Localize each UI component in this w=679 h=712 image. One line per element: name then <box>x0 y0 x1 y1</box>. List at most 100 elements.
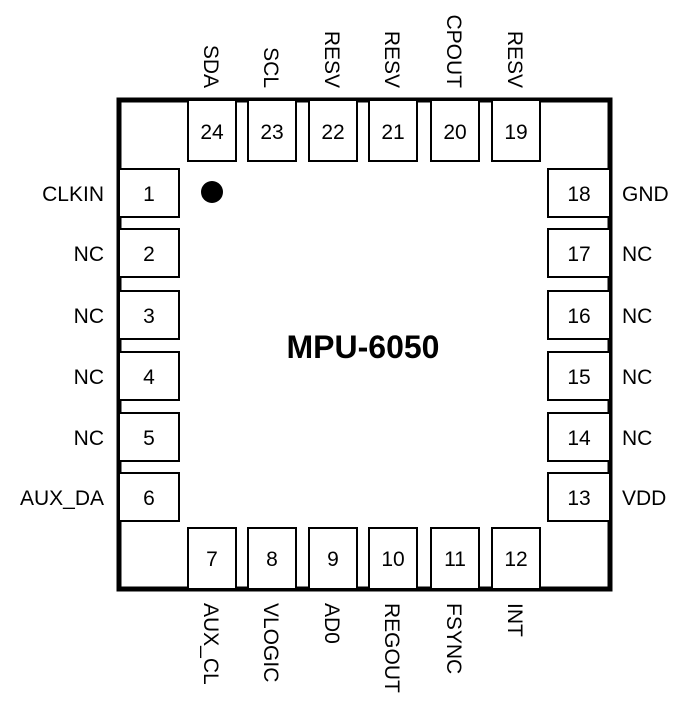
pin-number: 6 <box>143 487 155 510</box>
pin-label: NC <box>622 366 652 389</box>
pin-number: 1 <box>143 183 155 206</box>
pin-pad <box>118 228 180 278</box>
pin-pad <box>308 527 358 590</box>
pin-label: VDD <box>622 487 666 510</box>
pin-21: 21 RESV <box>368 31 418 162</box>
pin-number: 22 <box>321 121 344 144</box>
pin-6: 6 AUX_DA <box>20 472 180 522</box>
pin-pad <box>187 99 237 162</box>
pin-pad <box>118 472 180 522</box>
pin-pad <box>547 290 611 340</box>
pin-number: 19 <box>504 121 527 144</box>
pin-22: 22 RESV <box>308 31 358 162</box>
pin-label: INT <box>503 603 526 637</box>
pin-pad <box>430 99 480 162</box>
pin-number: 15 <box>567 366 590 389</box>
pin-label: NC <box>622 305 652 328</box>
pin-number: 12 <box>504 548 527 571</box>
pin-19: 19 RESV <box>491 31 541 162</box>
pin-number: 2 <box>143 243 155 266</box>
pin-17: 17 NC <box>547 228 652 278</box>
pin-pad <box>491 527 541 590</box>
pin-number: 11 <box>444 548 466 571</box>
pin-5: 5 NC <box>74 412 180 462</box>
pin-pad <box>491 99 541 162</box>
pin-1: 1 CLKIN <box>42 168 180 218</box>
chip-name: MPU-6050 <box>287 329 440 365</box>
pin-number: 17 <box>567 243 590 266</box>
pin-number: 8 <box>266 548 278 571</box>
pin-label: NC <box>74 366 104 389</box>
pin-number: 21 <box>381 121 404 144</box>
pin-number: 20 <box>443 121 466 144</box>
pin-14: 14 NC <box>547 412 652 462</box>
pin-4: 4 NC <box>74 351 180 401</box>
pin-pad <box>368 527 418 590</box>
pin-label: CLKIN <box>42 183 104 206</box>
pin-pad <box>547 228 611 278</box>
pin-label: SDA <box>199 45 222 88</box>
pin-pad <box>547 412 611 462</box>
pin-number: 16 <box>567 305 590 328</box>
pin-label: NC <box>74 305 104 328</box>
pin-number: 9 <box>327 548 339 571</box>
pin-3: 3 NC <box>74 290 180 340</box>
pin-number: 23 <box>260 121 283 144</box>
pin-pad <box>247 99 297 162</box>
pin-pad <box>368 99 418 162</box>
pin-label: RESV <box>503 31 526 88</box>
pin-pad <box>547 168 611 218</box>
pin-label: AUX_DA <box>20 487 104 510</box>
pin-number: 3 <box>143 305 155 328</box>
pin-number: 13 <box>567 487 590 510</box>
pin-pad <box>118 412 180 462</box>
pin-number: 18 <box>567 183 590 206</box>
pin-label: NC <box>74 243 104 266</box>
pin-number: 14 <box>567 427 591 450</box>
pin-label: FSYNC <box>442 603 465 674</box>
pin-18: 18 GND <box>547 168 669 218</box>
pin-pad <box>547 472 611 522</box>
pin-label: NC <box>622 243 652 266</box>
pin-number: 7 <box>206 548 218 571</box>
pin-pad <box>187 527 237 590</box>
pin-number: 4 <box>143 366 155 389</box>
pin-label: AD0 <box>320 603 343 644</box>
pin-number: 10 <box>381 548 404 571</box>
pin-label: VLOGIC <box>259 603 282 682</box>
pin-label: NC <box>74 427 104 450</box>
pin-number: 24 <box>200 121 224 144</box>
pin-16: 16 NC <box>547 290 652 340</box>
pin1-indicator-dot <box>201 181 223 203</box>
pin-number: 5 <box>143 427 155 450</box>
pin-label: NC <box>622 427 652 450</box>
pin-label: RESV <box>380 31 403 88</box>
chip-body <box>116 97 613 592</box>
pin-pad <box>118 290 180 340</box>
pin-label: SCL <box>259 47 282 88</box>
pin-pad <box>118 351 180 401</box>
pin-label: GND <box>622 183 669 206</box>
pin-pad <box>308 99 358 162</box>
pin-label: AUX_CL <box>199 603 222 685</box>
pin-pad <box>247 527 297 590</box>
pin-label: REGOUT <box>380 603 403 693</box>
pin-2: 2 NC <box>74 228 180 278</box>
pin-pad <box>547 351 611 401</box>
pin-pad <box>430 527 480 590</box>
pin-23: 23 SCL <box>247 47 297 162</box>
pin-label: RESV <box>320 31 343 88</box>
pin-24: 24 SDA <box>187 45 237 162</box>
pin-pad <box>118 168 180 218</box>
pin-15: 15 NC <box>547 351 652 401</box>
pin-13: 13 VDD <box>547 472 666 522</box>
